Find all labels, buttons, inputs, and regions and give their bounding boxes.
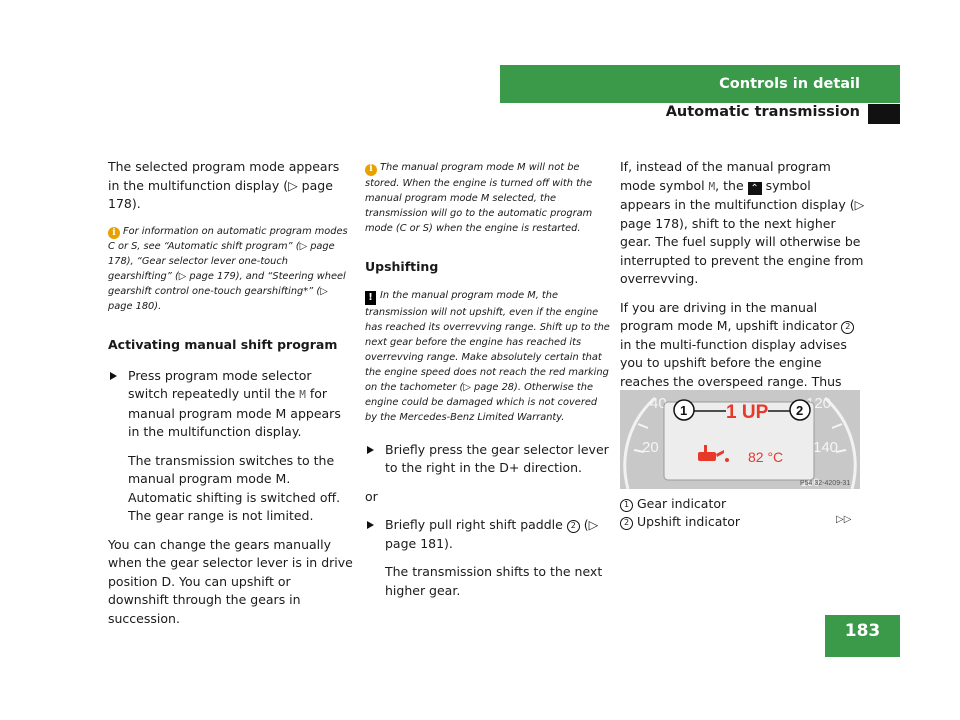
section-heading: Upshifting [365,258,439,274]
instruction-step: Briefly press the gear selector lever to… [365,441,610,478]
oil-temperature-icon [698,445,729,462]
info-icon: i [365,163,377,176]
figure-code: P54 32-4209-31 [800,480,850,487]
gear-upshift-display: 1 UP [726,402,769,423]
corner-mark [868,104,900,124]
intro-paragraph: The selected program mode appears in the… [108,159,340,211]
warning-text: In the manual program mode M, the transm… [365,290,610,423]
callout-1: 1 [680,403,687,418]
gauge-label: 40 [650,395,667,412]
manual-mode-symbol: M [708,179,716,193]
instruction-step: Press program mode selector switch repea… [108,367,353,442]
callout-2: 2 [796,403,803,418]
info-icon: i [108,227,120,239]
info-note-text: For information on automatic program mod… [108,225,348,313]
gauge-label: 140 [813,439,838,456]
or-text: or [365,488,378,504]
upshift-symbol-icon: ⌃ [747,181,762,195]
gauge-label: 20 [642,439,659,456]
column-1: The selected program mode appears in the… [108,158,353,638]
subsection-title: Automatic transmission [665,104,860,120]
section-title: Controls in detail [719,76,860,92]
paragraph: You can change the gears manually when t… [108,536,353,626]
paragraph: If, instead of the manual program mode s… [620,159,865,286]
temperature-readout: 82 °C [748,449,783,465]
instrument-cluster-illustration: 40 20 120 140 160 1 UP 82 °C 1 2 P54 32-… [620,390,860,489]
warning-note: !In the manual program mode M, the trans… [365,288,610,425]
step-result: The transmission shifts to the next high… [385,564,603,598]
step-result: The transmission switches to the manual … [128,452,341,524]
instruction-step: Briefly pull right shift paddle 2 (▷ pag… [365,516,610,553]
section-heading: Activating manual shift program [108,337,338,352]
callout-number: 2 [566,519,580,533]
manual-mode-symbol: M [299,388,306,401]
info-note-text: The manual program mode M will not be st… [365,162,593,234]
warning-icon: ! [365,290,376,305]
figure-legend: 1 Gear indicator 2 Upshift indicator [620,495,740,531]
legend-item: 2 Upshift indicator [620,513,740,531]
continued-arrow-icon: ▷▷ [836,514,852,525]
page-number: 183 [825,615,900,657]
callout-number: 2 [841,320,855,334]
header-band: Controls in detail [500,65,900,103]
legend-item: 1 Gear indicator [620,495,740,513]
instrument-cluster-figure: 40 20 120 140 160 1 UP 82 °C 1 2 P54 32-… [620,390,860,489]
